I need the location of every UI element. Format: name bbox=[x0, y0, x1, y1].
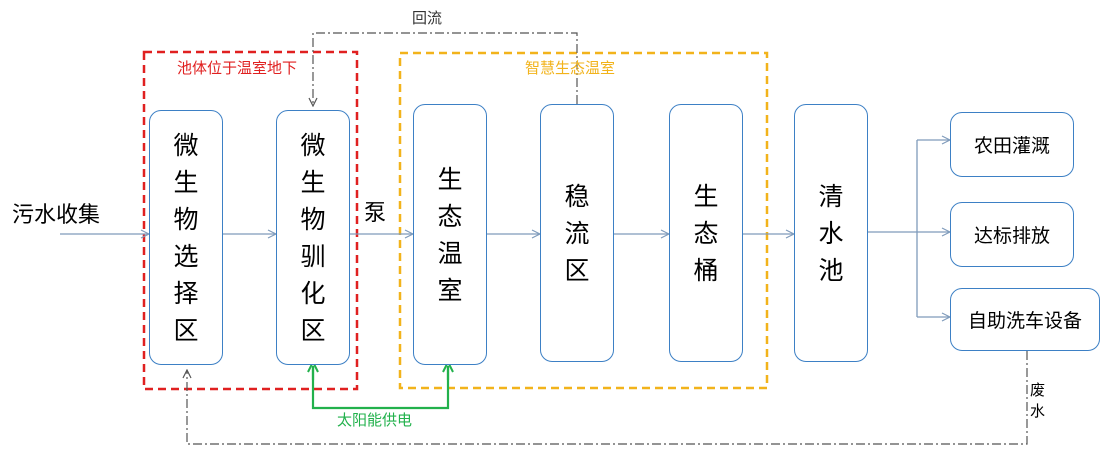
irrigation-box: 农田灌溉 bbox=[950, 112, 1074, 177]
eco-greenhouse-text: 生态温室 bbox=[437, 164, 463, 305]
clear-pool-box: 清水池 bbox=[794, 104, 868, 362]
waste-water-line bbox=[187, 351, 1028, 445]
underground-zone-label: 池体位于温室地下 bbox=[177, 59, 298, 77]
standard-discharge-text: 达标排放 bbox=[973, 225, 1050, 247]
eco-greenhouse-box: 生态温室 bbox=[413, 104, 487, 365]
stabilization-zone-text: 稳流区 bbox=[564, 181, 590, 285]
car-wash-text: 自助洗车设备 bbox=[967, 310, 1082, 332]
microbe-acclimation-box: 微生物驯化区 bbox=[276, 110, 350, 365]
stabilization-zone-box: 稳流区 bbox=[540, 104, 614, 362]
solar-power-line bbox=[311, 366, 450, 410]
microbe-selection-box: 微生物选择区 bbox=[149, 110, 223, 365]
return-flow-label: 回流 bbox=[412, 9, 443, 27]
eco-bucket-text: 生态桶 bbox=[693, 181, 719, 285]
sewage-collection-label: 污水收集 bbox=[12, 203, 101, 228]
eco-bucket-box: 生态桶 bbox=[669, 104, 743, 362]
microbe-selection-text: 微生物选择区 bbox=[173, 130, 199, 345]
smart-greenhouse-label: 智慧生态温室 bbox=[525, 59, 616, 77]
solar-power-label: 太阳能供电 bbox=[337, 411, 413, 429]
clear-pool-text: 清水池 bbox=[818, 181, 844, 285]
microbe-acclimation-text: 微生物驯化区 bbox=[300, 130, 326, 345]
smart-greenhouse-border bbox=[398, 51, 769, 390]
pump-label: 泵 bbox=[364, 201, 387, 226]
return-flow-line bbox=[313, 32, 578, 106]
waste-water-label: 废水 bbox=[1030, 381, 1046, 420]
underground-zone-border bbox=[142, 50, 359, 391]
standard-discharge-box: 达标排放 bbox=[950, 202, 1074, 267]
irrigation-text: 农田灌溉 bbox=[973, 135, 1050, 157]
car-wash-box: 自助洗车设备 bbox=[950, 288, 1100, 351]
